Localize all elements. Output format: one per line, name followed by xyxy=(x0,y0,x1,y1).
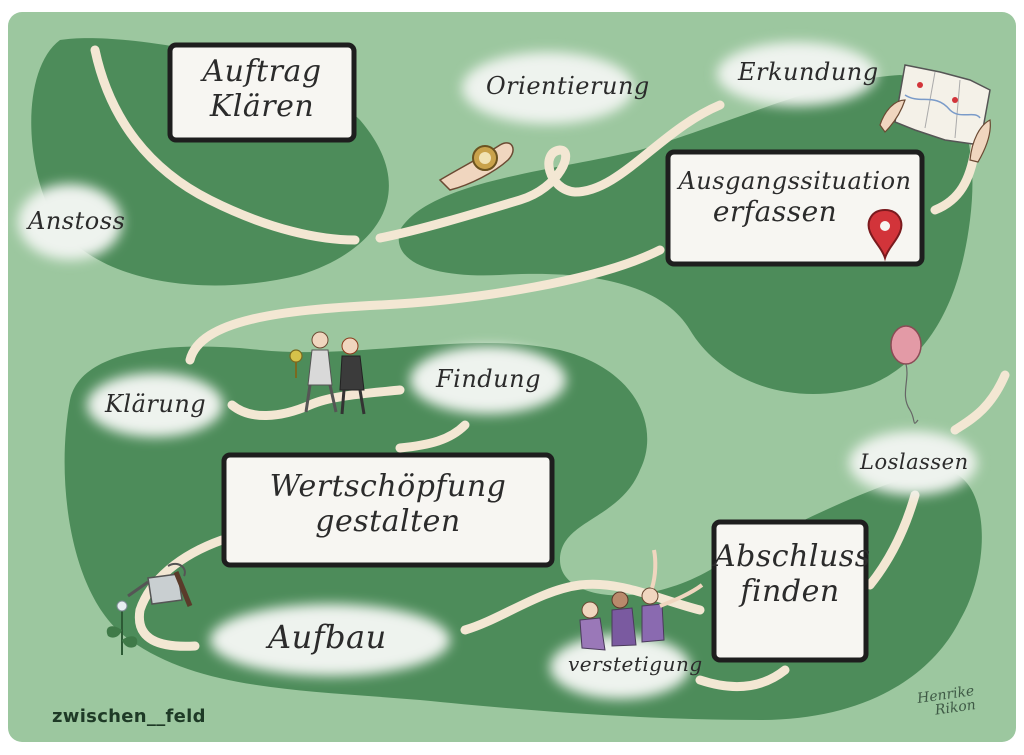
group-hug-icon xyxy=(579,549,704,651)
cloud-orientierung xyxy=(462,52,634,124)
cloud-findung xyxy=(410,346,566,414)
people-icon xyxy=(289,331,366,415)
cloud-aufbau xyxy=(210,604,450,676)
compass-icon xyxy=(438,142,514,191)
label-auftrag-klaeren: Auftrag Klären xyxy=(170,54,354,124)
brand-logo: zwischen__feld xyxy=(52,706,206,727)
label-abschluss: Abschluss finden xyxy=(714,539,871,609)
cloud-anstoss xyxy=(18,184,122,260)
balloon-icon xyxy=(890,325,922,424)
label-verstetigung: verstetigung xyxy=(568,652,703,676)
label-auftrag-line-1: Auftrag xyxy=(202,54,322,89)
label-ausgangssituation-line-2: erfassen xyxy=(712,194,838,228)
label-findung: Findung xyxy=(436,365,541,393)
label-wertschoepfung-line-2: gestalten xyxy=(315,503,461,539)
label-wertschoepfung: Wertschöpfung gestalten xyxy=(224,469,552,539)
box-abschluss xyxy=(711,519,869,663)
label-wertschoepfung-line-1: Wertschöpfung xyxy=(269,469,507,504)
cloud-klaerung xyxy=(87,373,223,437)
cloud-loslassen xyxy=(849,431,977,495)
label-erkundung: Erkundung xyxy=(738,58,879,86)
label-ausgangssituation: Ausgangssituation erfassen xyxy=(668,167,922,228)
label-loslassen: Loslassen xyxy=(860,450,969,474)
label-abschluss-line-2: finden xyxy=(740,573,840,609)
label-anstoss: Anstoss xyxy=(28,207,126,235)
flower-icon xyxy=(106,600,138,655)
map-icon xyxy=(879,64,991,163)
box-auftrag-klaeren xyxy=(167,42,357,143)
label-auftrag-line-2: Klären xyxy=(209,88,315,124)
label-klaerung: Klärung xyxy=(105,390,207,418)
watering-can-icon xyxy=(127,562,193,607)
label-ausgangssituation-line-1: Ausgangssituation xyxy=(678,167,912,195)
location-pin-icon xyxy=(867,208,903,262)
label-abschluss-line-1: Abschluss xyxy=(714,539,871,574)
cloud-erkundung xyxy=(717,42,877,106)
cloud-verstetigung xyxy=(550,635,690,699)
label-aufbau: Aufbau xyxy=(268,618,387,656)
label-orientierung: Orientierung xyxy=(486,72,650,100)
box-wertschoepfung xyxy=(221,452,555,568)
box-ausgangssituation xyxy=(665,149,925,267)
